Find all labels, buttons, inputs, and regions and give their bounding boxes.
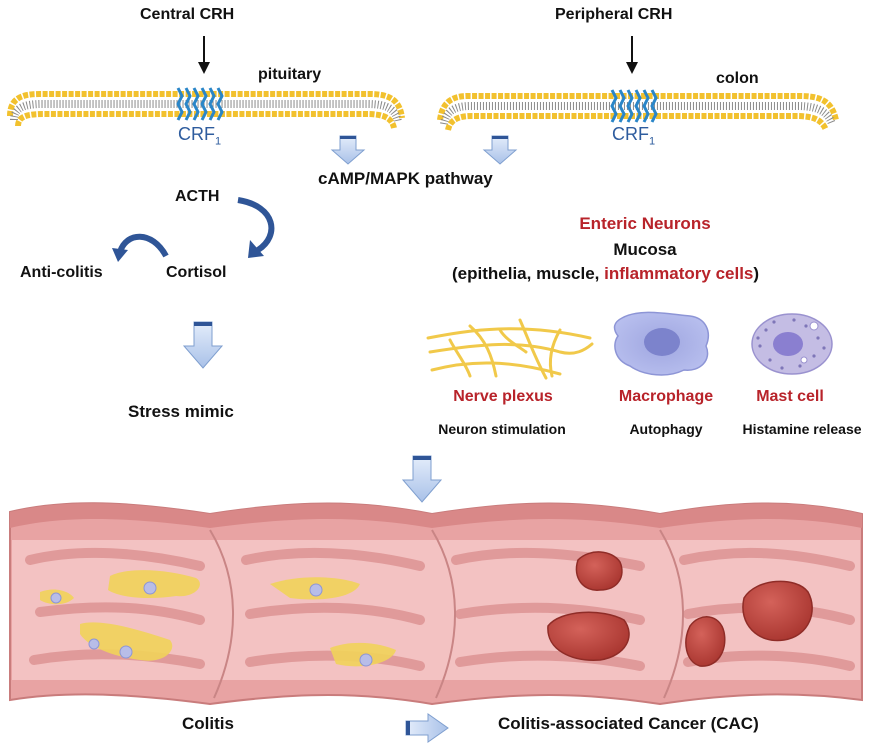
block-arrow-right-icon: [405, 713, 449, 743]
central-crh-label: Central CRH: [140, 6, 235, 23]
crf1-right-label: CRF1: [612, 124, 656, 148]
block-arrow-down-icon: [482, 135, 518, 165]
block-arrow-down-icon: [401, 455, 443, 503]
crf1-receptor-left-icon: [176, 87, 224, 121]
macrophage-icon: [613, 311, 710, 376]
cac-label: Colitis-associated Cancer (CAC): [498, 714, 759, 733]
curved-arrow-icon: [237, 197, 275, 258]
mast-cell-label: Mast cell: [756, 388, 824, 405]
mucosa-detail-label: (epithelia, muscle, inflammatory cells): [452, 264, 760, 283]
pituitary-label: pituitary: [258, 66, 322, 83]
autophagy-label: Autophagy: [629, 421, 703, 437]
central-crh-arrow-icon: [198, 36, 210, 74]
histamine-release-label: Histamine release: [742, 421, 862, 437]
tumor-icon: [547, 551, 813, 667]
mucosa-label: Mucosa: [613, 240, 677, 259]
cortisol-label: Cortisol: [166, 264, 227, 281]
colon-illustration: [9, 502, 863, 706]
block-arrow-down-icon: [330, 135, 366, 165]
immune-cell-icon: [50, 581, 373, 667]
curved-arrow-icon: [112, 233, 169, 262]
neuron-stimulation-label: Neuron stimulation: [438, 421, 566, 437]
colon-membrane: [437, 93, 839, 132]
macrophage-label: Macrophage: [618, 388, 714, 405]
crf1-receptor-right-icon: [610, 89, 658, 123]
colon-label: colon: [716, 70, 759, 87]
peripheral-crh-arrow-icon: [626, 36, 638, 74]
nerve-plexus-label: Nerve plexus: [453, 388, 553, 405]
anti-colitis-label: Anti-colitis: [20, 264, 103, 281]
acth-label: ACTH: [175, 188, 220, 205]
block-arrow-down-icon: [182, 321, 224, 369]
pathway-label: cAMP/MAPK pathway: [318, 169, 493, 188]
nerve-plexus-icon: [426, 318, 594, 380]
mast-cell-icon: [751, 313, 833, 375]
crf1-left-label: CRF1: [178, 124, 222, 148]
enteric-neurons-label: Enteric Neurons: [579, 214, 711, 233]
colitis-label: Colitis: [182, 714, 234, 733]
peripheral-crh-label: Peripheral CRH: [555, 6, 673, 23]
stress-mimic-label: Stress mimic: [128, 402, 234, 421]
